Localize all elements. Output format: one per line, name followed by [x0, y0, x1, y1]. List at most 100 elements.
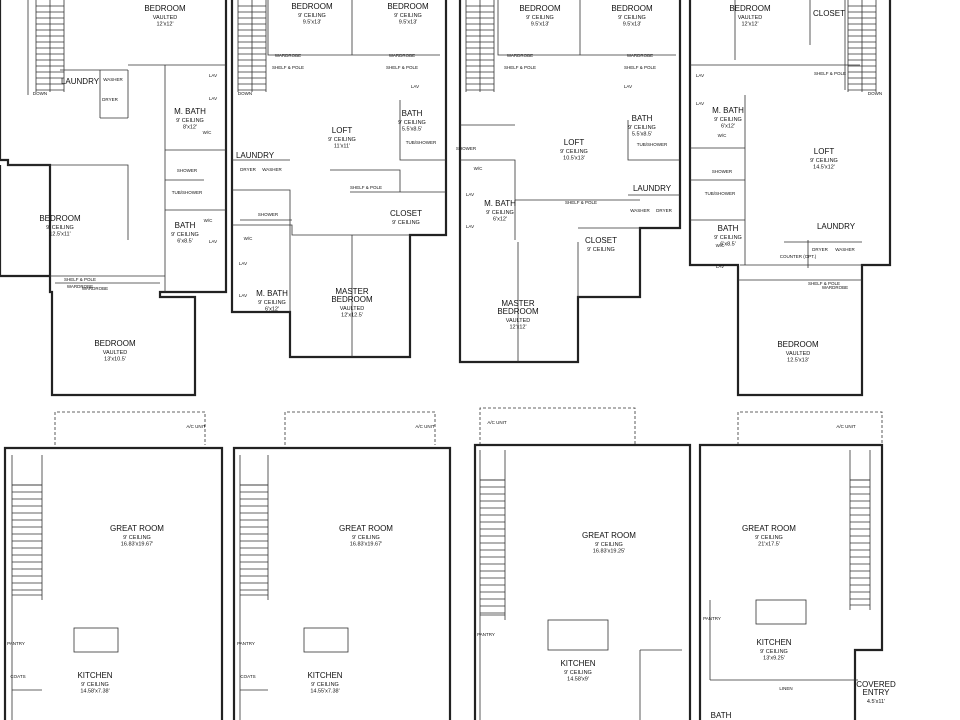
room-label-kitchen-line-2: 9' CEILING — [81, 682, 109, 688]
room-label-bath: BATH — [175, 221, 196, 230]
room-label-bedroom-left-line-2: 9' CEILING — [46, 225, 74, 231]
room-label-master: MASTER — [335, 287, 369, 296]
fixture-label-pantry: PANTRY — [237, 641, 255, 646]
room-label-loft-line-2: 9' CEILING — [810, 158, 838, 164]
room-label-bed-a: BEDROOM — [519, 4, 561, 13]
room-label-bed-a-line-2: 9' CEILING — [298, 13, 326, 19]
room-label-bed-bottom: BEDROOM — [94, 339, 136, 348]
room-label-master-line-2: BEDROOM — [497, 307, 539, 316]
fixture-label-linen: LINEN — [779, 686, 792, 691]
room-label-bath-line-2: 9' CEILING — [714, 235, 742, 241]
room-label-loft-line-3: 10.5'x13' — [563, 156, 585, 162]
room-label-great: GREAT ROOM — [110, 524, 164, 533]
room-label-bath-line-2: 9' CEILING — [628, 125, 656, 131]
room-label-bed-b-line-2: 9' CEILING — [394, 13, 422, 19]
fixture-label-lav: LAV — [209, 73, 217, 78]
fixture-label-counter-opt: COUNTER (OPT.) — [780, 254, 817, 259]
room-label-bed-bottom-line-2: VAULTED — [103, 350, 128, 356]
room-label-bed-top-line-2: VAULTED — [153, 15, 178, 21]
room-label-bed-b: BEDROOM — [387, 2, 429, 11]
room-label-mbath-line-2: 9' CEILING — [176, 118, 204, 124]
fixture-label-tub-shower: TUB/SHOWER — [172, 190, 203, 195]
lower-stairs — [12, 479, 870, 616]
kitchen-islands — [73, 599, 807, 653]
fixture-label-a-c-unit: A/C UNIT — [487, 420, 507, 425]
fixture-label-wardrobe: WARDROBE — [67, 284, 93, 289]
kitchen-island — [755, 599, 807, 625]
room-label-bath-line-2: 9' CEILING — [171, 232, 199, 238]
lower-floor-walls — [3, 407, 884, 720]
room-label-entry: COVERED — [856, 680, 896, 689]
fixture-label-shelf-pole: SHELF & POLE — [814, 71, 846, 76]
fixture-label-lav: LAV — [696, 73, 704, 78]
room-label-kitchen-line-3: 13'x9.25' — [763, 656, 785, 662]
room-label-bed-bottom-line-2: VAULTED — [786, 351, 811, 357]
fixture-label-shelf-pole: SHELF & POLE — [386, 65, 418, 70]
fixture-label-tub-shower: TUB/SHOWER — [406, 140, 437, 145]
fixture-label-washer: WASHER — [103, 77, 123, 82]
room-label-kitchen-line-2: 9' CEILING — [311, 682, 339, 688]
room-label-mbath: M. BATH — [712, 106, 744, 115]
room-label-bed-a-line-3: 9.5'x13' — [303, 20, 322, 26]
fixture-label-shelf-pole: SHELF & POLE — [272, 65, 304, 70]
kitchen-island — [303, 627, 349, 653]
room-label-bed-a: BEDROOM — [291, 2, 333, 11]
fixture-label-lav: LAV — [209, 239, 217, 244]
fixture-label-dryer: DRYER — [102, 97, 118, 102]
room-label-great-line-2: 9' CEILING — [123, 535, 151, 541]
fixture-label-dryer: DRYER — [656, 208, 672, 213]
room-label-mbath: M. BATH — [174, 107, 206, 116]
fixture-label-washer: WASHER — [835, 247, 855, 252]
room-label-master-line-4: 12'x12.5' — [341, 313, 363, 319]
fixture-label-shelf-pole: SHELF & POLE — [565, 200, 597, 205]
fixture-label-a-c-unit: A/C UNIT — [415, 424, 435, 429]
fixture-label-shelf-pole: SHELF & POLE — [624, 65, 656, 70]
fixture-label-pantry: PANTRY — [7, 641, 25, 646]
fixture-label-lav: LAV — [209, 96, 217, 101]
room-label-loft: LOFT — [814, 147, 835, 156]
room-label-kitchen: KITCHEN — [77, 671, 112, 680]
upper-stairs — [35, 0, 877, 92]
room-label-great-line-2: 9' CEILING — [755, 535, 783, 541]
room-label-laundry: LAUNDRY — [61, 77, 100, 86]
room-label-kitchen: KITCHEN — [560, 659, 595, 668]
room-label-bed-bottom: BEDROOM — [777, 340, 819, 349]
fixture-label-pantry: PANTRY — [703, 616, 721, 621]
fixture-label-coats: COATS — [10, 674, 25, 679]
room-label-mbath-line-2: 9' CEILING — [714, 117, 742, 123]
fixture-label-lav: LAV — [716, 264, 724, 269]
room-label-great-line-3: 16.83'x19.67' — [121, 542, 153, 548]
room-label-great-line-3: 21'x17.5' — [758, 542, 780, 548]
room-label-mbath-line-2: 9' CEILING — [486, 210, 514, 216]
fixture-label-shower: SHOWER — [177, 168, 198, 173]
room-label-great: GREAT ROOM — [742, 524, 796, 533]
room-label-master: MASTER — [501, 299, 535, 308]
room-label-bed-bottom-line-3: 12.5'x13' — [787, 358, 809, 364]
kitchen-island — [547, 619, 609, 651]
room-label-closet-line-2: 9' CEILING — [587, 247, 615, 253]
fixture-label-shower: SHOWER — [712, 169, 733, 174]
fixture-label-lav: LAV — [239, 293, 247, 298]
fixture-label-w-c: W/C — [204, 218, 213, 223]
fixture-label-lav: LAV — [239, 261, 247, 266]
room-label-mbath-line-3: 6'x12' — [493, 217, 507, 223]
upper-floor-walls — [0, 0, 892, 397]
room-label-closet: CLOSET — [813, 9, 845, 18]
room-label-bed-top-line-3: 12'x12' — [156, 22, 173, 28]
room-label-entry-line-2: ENTRY — [863, 688, 891, 697]
fixture-label-dryer: DRYER — [812, 247, 828, 252]
room-label-closet: CLOSET — [585, 236, 617, 245]
fixture-label-wardrobe: WARDROBE — [275, 53, 301, 58]
room-label-mbath-line-3: 8'x12' — [183, 125, 197, 131]
room-label-bedroom-left-line-3: 12.5'x11' — [49, 232, 70, 238]
room-label-mbath: M. BATH — [256, 289, 288, 298]
room-label-bed-b-line-2: 9' CEILING — [618, 15, 646, 21]
fixture-label-a-c-unit: A/C UNIT — [186, 424, 206, 429]
room-label-kitchen: KITCHEN — [756, 638, 791, 647]
fixture-label-dryer: DRYER — [240, 167, 256, 172]
room-label-bath-line-3: 6'x8.5' — [720, 242, 736, 248]
fixture-label-pantry: PANTRY — [477, 632, 495, 637]
